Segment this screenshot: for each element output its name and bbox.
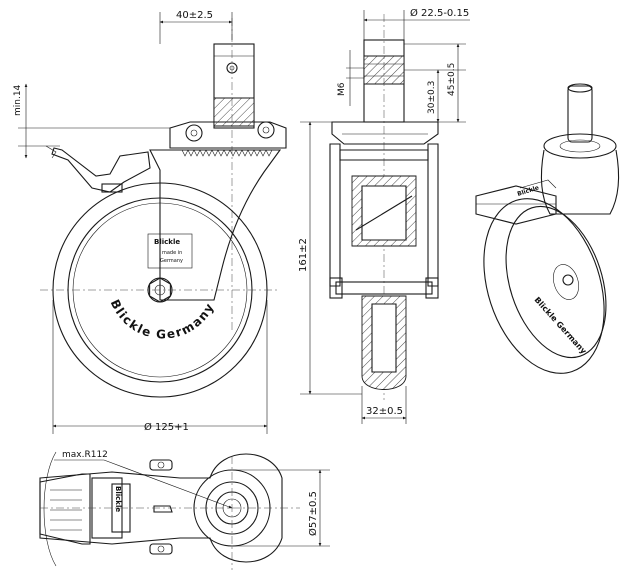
dim-mount-offset: 40±2.5 [176,10,213,21]
dim-wheel-diameter: Ø 125+1 [144,421,189,433]
dim-stem-diameter: Ø 22.5-0.15 [410,7,469,19]
dimension-labels: 40±2.5 Ø 22.5-0.15 min.14 M6 30±0.3 45±0… [13,7,469,536]
dim-plate-diameter: Ø57±0.5 [307,491,319,536]
plate-sub-text-1: made in [162,250,182,256]
iso-brand-text: Blickle [516,184,539,198]
front-axle [335,281,433,295]
stem-hatch [213,97,255,127]
dim-stem-lower: 30±0.3 [427,81,437,114]
top-outline [39,453,283,563]
iso-wheel-text: Blickle Germany [533,295,589,356]
dim-thread: M6 [337,82,347,96]
dim-swivel-radius: max.R112 [62,450,108,460]
iso-wheel [483,198,605,374]
plate-sub-text-2: Germany [160,258,183,264]
wheel-brand-text: Blickle Germany [108,297,217,341]
top-plate-text: Blickle [114,486,122,512]
fork [149,149,282,301]
dim-min-clearance: min.14 [13,84,23,116]
side-view: Blickle made in Germany Blickle Germany [40,18,287,398]
dimension-lines [18,10,470,567]
top-view: Blickle [39,453,300,570]
brake-lever [51,147,151,193]
front-view [329,14,439,400]
axle-nut [149,277,171,303]
plate-brand-text: Blickle [154,238,180,246]
swivel-head [169,121,287,149]
stem [213,43,255,129]
isometric-view: Blickle Blickle Germany [475,83,619,374]
dim-overall-height: 161±2 [298,238,309,272]
dim-stem-upper: 45±0.5 [447,63,457,96]
dim-wheel-width: 32±0.5 [366,406,403,417]
